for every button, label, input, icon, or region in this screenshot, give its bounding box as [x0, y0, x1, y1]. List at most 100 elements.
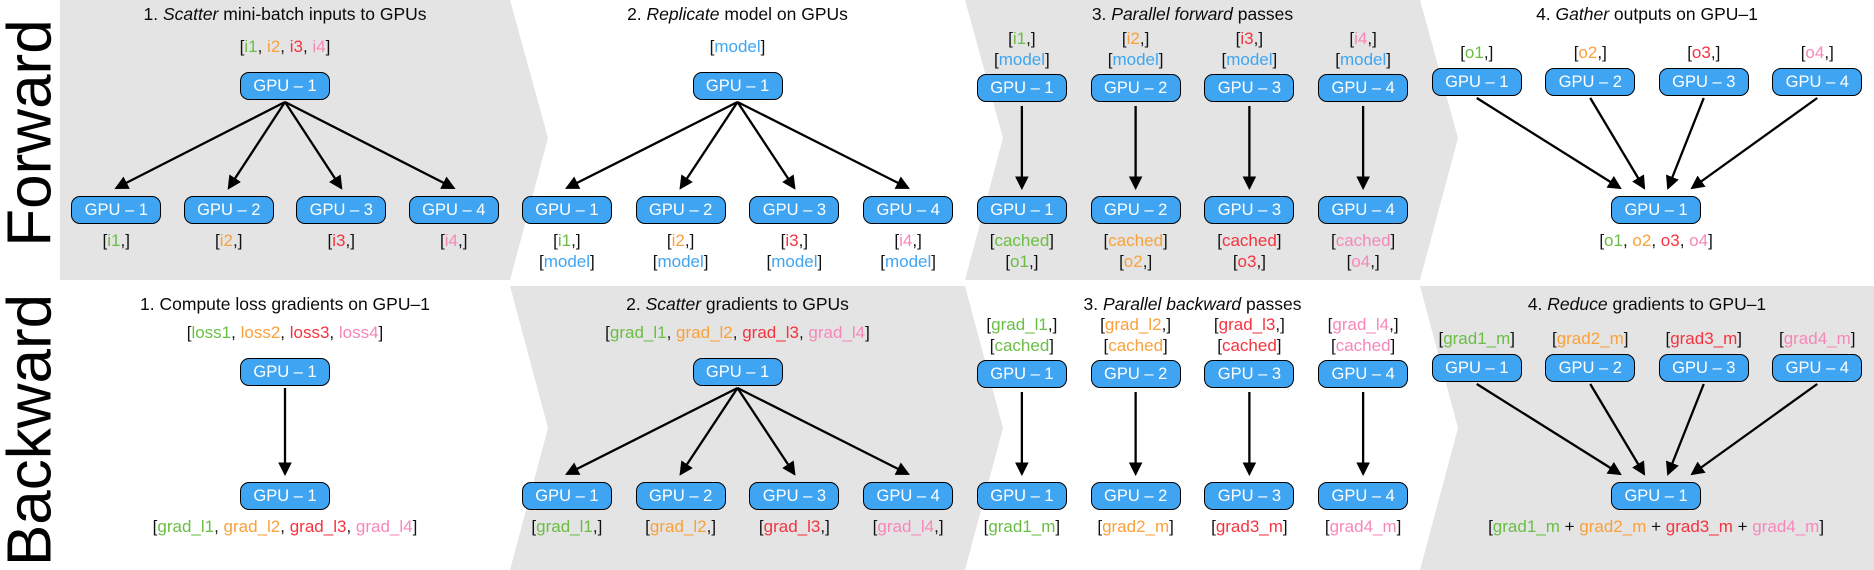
gpu-box: GPU – 1 [692, 358, 783, 386]
gpu-box: GPU – 3 [296, 196, 387, 224]
label-segment: [ [1599, 231, 1605, 250]
label-segment: [ [440, 231, 445, 250]
data-label: [i1,][model] [539, 230, 595, 272]
label-segment: o4 [1689, 231, 1709, 250]
data-label: [o2,] [1574, 42, 1607, 63]
label-segment: i2 [671, 231, 685, 250]
label-segment: ,] [706, 517, 717, 536]
label-segment: [ [1217, 231, 1222, 250]
gpu-box: GPU – 4 [1772, 354, 1863, 382]
gpu-box: GPU – 3 [1204, 482, 1295, 510]
label-line: [grad_l4,] [1328, 314, 1399, 335]
label-line: [o3,] [1217, 251, 1281, 272]
label-segment: 3. [1091, 4, 1112, 24]
gpu-box: GPU – 1 [240, 482, 330, 510]
data-label: [i2,][model] [1108, 28, 1164, 70]
label-segment: , [257, 37, 268, 56]
arrow [114, 100, 286, 190]
label-segment: ] [1386, 50, 1392, 69]
arrow [679, 387, 739, 476]
data-label: [loss1, loss2, loss3, loss4] [187, 322, 384, 343]
label-segment: i3 [289, 37, 303, 56]
label-segment: grad_l3 [763, 517, 821, 536]
data-label: [o1, o2, o3, o4] [1599, 230, 1713, 251]
data-label: [cached][o4,] [1331, 230, 1395, 272]
label-segment: [ [1551, 329, 1557, 348]
label-segment: ] [1169, 517, 1174, 536]
arrow [679, 101, 739, 190]
label-segment: [ [880, 252, 885, 271]
label-segment: ] [590, 252, 595, 271]
label-line: [model] [710, 36, 766, 57]
label-segment: ] [1737, 329, 1743, 348]
arrow [1476, 97, 1622, 190]
label-segment: [ [1687, 43, 1692, 62]
data-label: [i3,][model] [1221, 28, 1277, 70]
label-line: [grad4_m] [1325, 516, 1402, 537]
data-label: [grad_l1, grad_l2, grad_l3, grad_l4] [605, 322, 870, 343]
label-line: [o1,] [990, 251, 1054, 272]
label-segment: Replicate [646, 4, 720, 24]
label-line: [grad3_m] [1665, 328, 1742, 349]
data-label: [grad_l1, grad_l2, grad_l3, grad_l4] [153, 516, 418, 537]
label-segment: i1 [244, 37, 258, 56]
gpu-box: GPU – 1 [71, 196, 162, 224]
label-line: [grad_l2,] [1100, 314, 1171, 335]
panel-title: 4. Reduce gradients to GPU–1 [1420, 294, 1874, 315]
label-segment: ] [1390, 231, 1396, 250]
label-segment: i1 [107, 231, 121, 250]
label-segment: [ [1100, 315, 1105, 334]
label-segment: , [346, 517, 356, 536]
gpu-box: GPU – 2 [1545, 354, 1636, 382]
gpu-box: GPU – 3 [1204, 196, 1295, 224]
label-line: [grad1_m] [1438, 328, 1515, 349]
row-label-backward: Backward [0, 293, 65, 567]
label-segment: o3 [1691, 43, 1711, 62]
label-line: [grad_l3,] [759, 516, 830, 537]
gpu-box: GPU – 1 [976, 74, 1067, 102]
label-segment: [ [1211, 517, 1216, 536]
arrow [1476, 383, 1622, 476]
data-label: [i2,] [215, 230, 242, 251]
label-segment: ,] [798, 231, 809, 250]
gpu-box: GPU – 4 [408, 196, 499, 224]
chevron-backward-panel-4 [1420, 286, 1874, 570]
label-line: [grad1_m + grad2_m + grad3_m + grad4_m] [1488, 516, 1824, 537]
label-segment: ,] [1367, 29, 1377, 48]
label-segment: [ [1121, 29, 1127, 48]
label-segment: ,] [571, 231, 581, 250]
label-segment: ,] [1161, 315, 1172, 334]
panel-forward-2: 2. Replicate model on GPUs[model]GPU – 1… [510, 0, 965, 280]
label-line: [grad4_m] [1779, 328, 1856, 349]
label-line: [model] [539, 251, 595, 272]
data-label: [grad3_m] [1211, 516, 1288, 537]
arrows [1014, 106, 1371, 191]
gpu-box: GPU – 2 [1545, 68, 1636, 96]
label-segment: [ [1460, 43, 1465, 62]
label-segment: ] [1049, 231, 1055, 250]
label-line: [grad_l1,] [531, 516, 602, 537]
label-line: [grad2_m] [1097, 516, 1174, 537]
label-line: [model] [1108, 49, 1164, 70]
label-segment: [ [1097, 517, 1103, 536]
label-segment: [ [872, 517, 878, 536]
label-segment: ,] [1370, 252, 1380, 271]
label-segment: ,] [1597, 43, 1607, 62]
label-segment: grad_l1 [157, 517, 215, 536]
panel-forward-4: 4. Gather outputs on GPU–1[o1,]GPU – 1[o… [1420, 0, 1874, 280]
label-segment: ,] [1139, 29, 1150, 48]
label-segment: o3 [1660, 231, 1680, 250]
label-line: [i4,] [1335, 28, 1391, 49]
data-label: [grad2_m] [1097, 516, 1174, 537]
arrow [565, 100, 739, 190]
gpu-box: GPU – 1 [1431, 68, 1522, 96]
label-segment: grad4_m [1752, 517, 1820, 536]
data-label: [i1, i2, i3, i4] [240, 36, 331, 57]
label-segment: i3 [1240, 29, 1254, 48]
label-segment: Reduce [1547, 294, 1608, 314]
label-segment: grad3_m [1215, 517, 1283, 536]
label-line: [i3,] [766, 230, 822, 251]
label-segment: ] [1163, 231, 1168, 250]
label-segment: mini-batch inputs to GPUs [218, 4, 427, 24]
data-label: [grad_l4,] [873, 516, 944, 537]
